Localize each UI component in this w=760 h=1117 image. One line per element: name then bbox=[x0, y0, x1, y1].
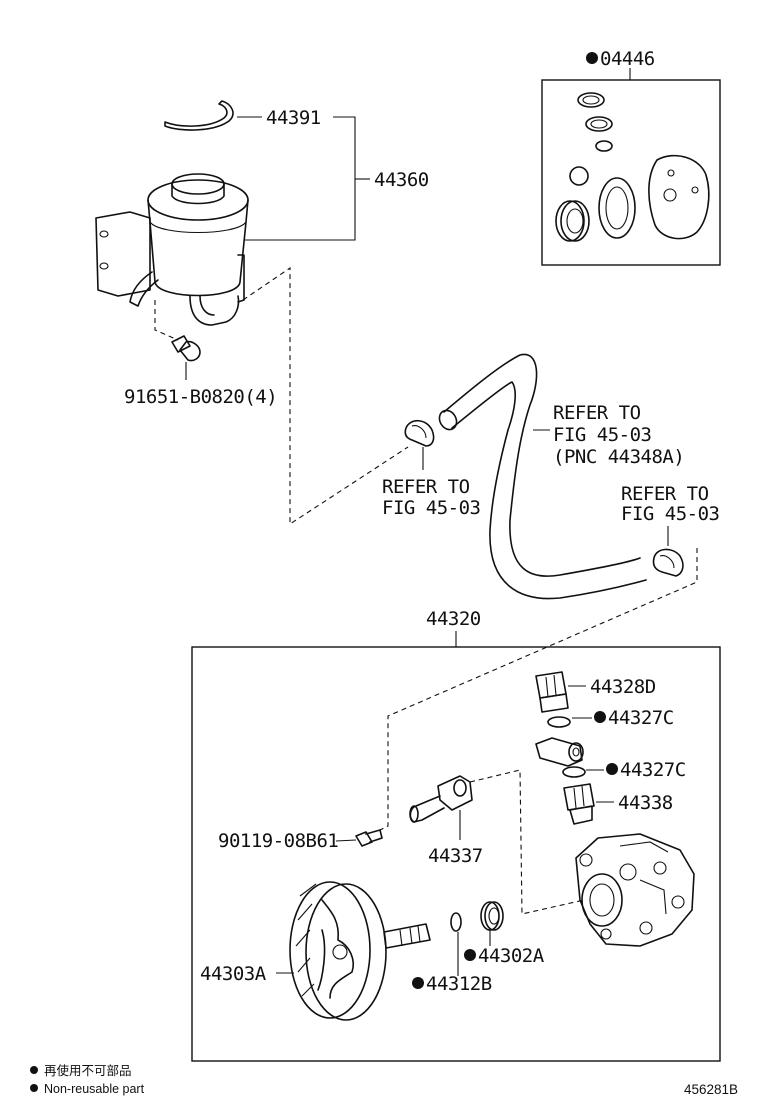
label-refer-hose-3[interactable]: (PNC 44348A) bbox=[553, 446, 685, 468]
label-91651[interactable]: 91651-B0820(4) bbox=[124, 386, 278, 408]
legend-line-1: 再使用不可部品 bbox=[44, 1063, 132, 1078]
label-44391[interactable]: 44391 bbox=[266, 107, 321, 129]
label-refer-clamp2-2[interactable]: FIG 45-03 bbox=[621, 503, 720, 525]
dash-suction-path bbox=[379, 548, 698, 831]
return-hose-inner bbox=[451, 381, 647, 600]
oil-seal-44302a: 44302A bbox=[464, 901, 545, 967]
kit-oil-seal bbox=[555, 200, 585, 242]
legend-line-2: Non-reusable part bbox=[44, 1082, 145, 1096]
snap-ring-44312b: 44312B bbox=[412, 912, 492, 995]
legend-marker-1 bbox=[30, 1066, 38, 1074]
dash-reservoir-clamp bbox=[242, 266, 409, 526]
oring-44327c-a: 44327C bbox=[547, 707, 674, 729]
label-44327C-a[interactable]: 44327C bbox=[608, 707, 674, 729]
reservoir-return-pipe bbox=[129, 271, 159, 307]
label-44328D[interactable]: 44328D bbox=[590, 676, 656, 698]
label-refer-clamp1-1[interactable]: REFER TO bbox=[382, 476, 470, 498]
reservoir-cap-seal bbox=[164, 100, 234, 131]
hose-clamp-2: REFER TO FIG 45-03 bbox=[621, 483, 720, 577]
kit-box bbox=[541, 79, 721, 266]
bolt-91651: 91651-B0820(4) bbox=[124, 335, 278, 408]
return-hose-group: REFER TO FIG 45-03 (PNC 44348A) bbox=[438, 353, 685, 600]
label-refer-clamp1-2[interactable]: FIG 45-03 bbox=[382, 497, 481, 519]
label-refer-clamp2-1[interactable]: REFER TO bbox=[621, 483, 709, 505]
kit-gasket bbox=[648, 154, 710, 240]
label-44320[interactable]: 44320 bbox=[426, 608, 481, 630]
reservoir-cap bbox=[171, 173, 225, 195]
label-44312B[interactable]: 44312B bbox=[426, 973, 492, 995]
kit-ring bbox=[598, 177, 636, 239]
non-reusable-marker bbox=[586, 52, 598, 64]
fitting-44328d: 44328D bbox=[535, 671, 656, 713]
kit-ball bbox=[569, 166, 589, 186]
kit-oring-1 bbox=[577, 92, 605, 108]
dash-bolt bbox=[154, 300, 179, 341]
reservoir-outlet bbox=[189, 295, 240, 326]
hose-clamp-1: REFER TO FIG 45-03 bbox=[382, 419, 481, 519]
figure-number: 456281B bbox=[684, 1082, 738, 1097]
pulley-44303a: 44303A bbox=[200, 881, 431, 1021]
label-90119[interactable]: 90119-08B61 bbox=[218, 830, 339, 852]
kit-oring-3 bbox=[595, 140, 613, 152]
suction-port-44337: 44337 bbox=[409, 775, 483, 867]
oring-44327c-b: 44327C bbox=[562, 759, 686, 781]
label-44338[interactable]: 44338 bbox=[618, 792, 673, 814]
legend-marker-2 bbox=[30, 1084, 38, 1092]
label-44303A[interactable]: 44303A bbox=[200, 963, 267, 985]
pump-body bbox=[575, 833, 695, 947]
label-refer-hose-2[interactable]: FIG 45-03 bbox=[553, 424, 652, 446]
return-hose-outer bbox=[443, 353, 641, 577]
union-fitting bbox=[535, 737, 584, 767]
legend: 再使用不可部品 Non-reusable part bbox=[30, 1063, 145, 1096]
kit-oring-2 bbox=[585, 116, 613, 132]
label-04446[interactable]: 04446 bbox=[600, 48, 655, 70]
pulley-spokes bbox=[317, 899, 354, 999]
label-refer-hose-1[interactable]: REFER TO bbox=[553, 402, 641, 424]
pump-assembly-box bbox=[191, 646, 721, 1062]
bolt-90119: 90119-08B61 bbox=[218, 829, 383, 852]
reservoir-group: 44391 44360 bbox=[95, 100, 429, 326]
label-44337[interactable]: 44337 bbox=[428, 845, 483, 867]
flow-control-valve-44338: 44338 bbox=[563, 783, 673, 825]
label-44327C-b[interactable]: 44327C bbox=[620, 759, 686, 781]
pump-shaft bbox=[383, 923, 431, 949]
label-44302A[interactable]: 44302A bbox=[478, 945, 545, 967]
kit-04446-group: 04446 bbox=[541, 48, 721, 266]
label-44360[interactable]: 44360 bbox=[374, 169, 429, 191]
dash-union-path bbox=[469, 769, 585, 915]
reservoir-tank-top bbox=[147, 179, 249, 221]
reservoir-bracket bbox=[95, 211, 151, 297]
